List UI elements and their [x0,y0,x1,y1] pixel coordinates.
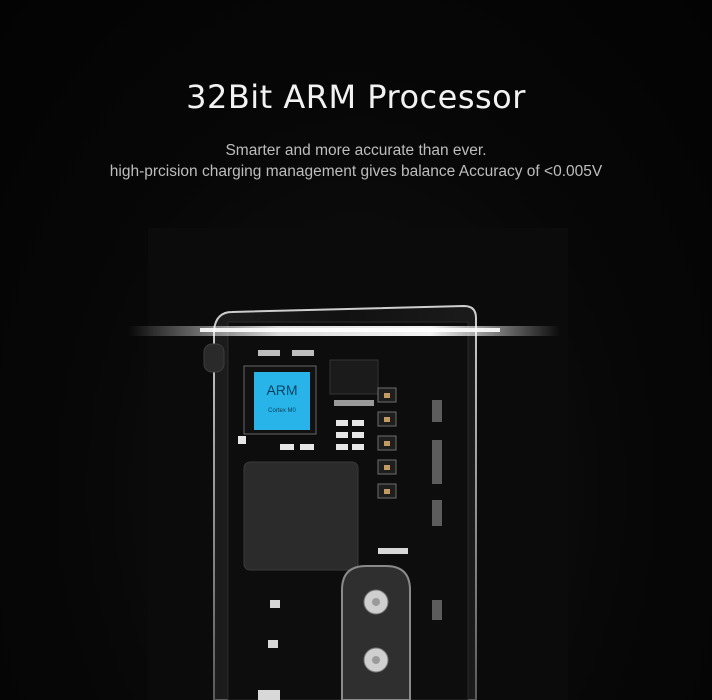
arm-processor-chip: ARM Cortex M0 [243,365,317,435]
subtitle-line-1: Smarter and more accurate than ever. [225,142,487,159]
subtitle-line-2: high-prcision charging management gives … [109,163,603,180]
side-button [203,343,225,373]
pin-header [334,400,374,406]
chip-sublabel: Cortex M0 [268,408,296,414]
smd-component [258,350,280,356]
chip-label: ARM [266,382,297,398]
headline-title: 32Bit ARM Processor [186,78,526,116]
inductor-block [243,461,359,571]
plug-bracket [341,565,411,700]
ic-chip-small [329,359,379,395]
light-beam-core [200,328,500,332]
smd-component [292,350,314,356]
